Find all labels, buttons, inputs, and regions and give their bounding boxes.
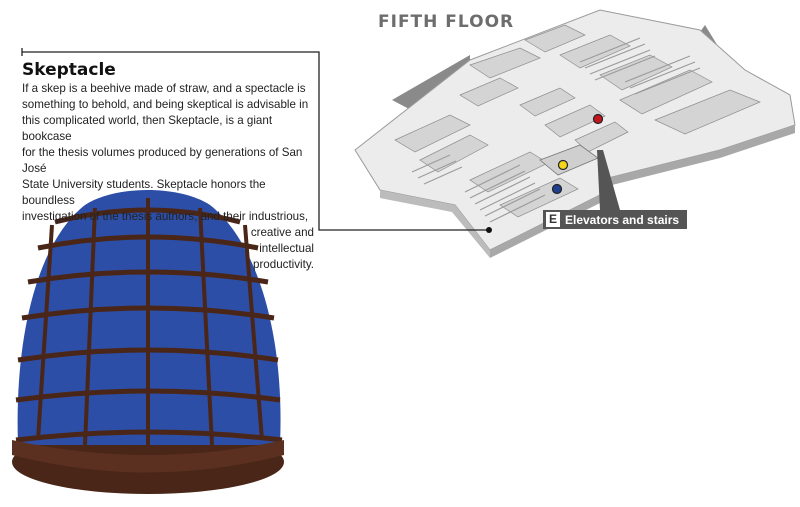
callout-pointer <box>597 150 620 210</box>
skeptacle-bookcase-image <box>12 190 284 494</box>
description-line: intellectual <box>259 242 314 255</box>
blue-location-marker <box>551 183 563 195</box>
feature-title: Skeptacle <box>22 60 116 80</box>
description-line: If a skep is a beehive made of straw, an… <box>22 82 306 95</box>
bookcase-rim <box>12 440 284 473</box>
description-line: productivity. <box>253 258 314 271</box>
interior-blocks <box>394 24 761 218</box>
book-stacks <box>411 37 701 223</box>
description-line: State University students. Skeptacle hon… <box>22 178 266 207</box>
connector-line <box>22 51 489 231</box>
description-line: something to behold, and being skeptical… <box>22 98 309 111</box>
legend-label: Elevators and stairs <box>565 212 680 227</box>
connector-end-dot <box>486 227 492 233</box>
legend-letter: E <box>546 212 560 227</box>
description-line: creative and <box>250 226 314 239</box>
floor-title: FIFTH FLOOR <box>378 12 515 32</box>
front-wall <box>380 190 490 258</box>
map-shadow-left <box>392 55 470 120</box>
description-line: for the thesis volumes produced by gener… <box>22 146 303 175</box>
yellow-location-marker <box>557 159 569 171</box>
right-wall <box>600 125 795 188</box>
description-line: investigation of the thesis authors, and… <box>22 210 309 223</box>
feature-description: If a skep is a beehive made of straw, an… <box>22 81 314 273</box>
red-location-marker <box>592 113 604 125</box>
elevators-callout: E Elevators and stairs <box>543 210 688 229</box>
description-line: this complicated world, then Skeptacle, … <box>22 114 273 143</box>
